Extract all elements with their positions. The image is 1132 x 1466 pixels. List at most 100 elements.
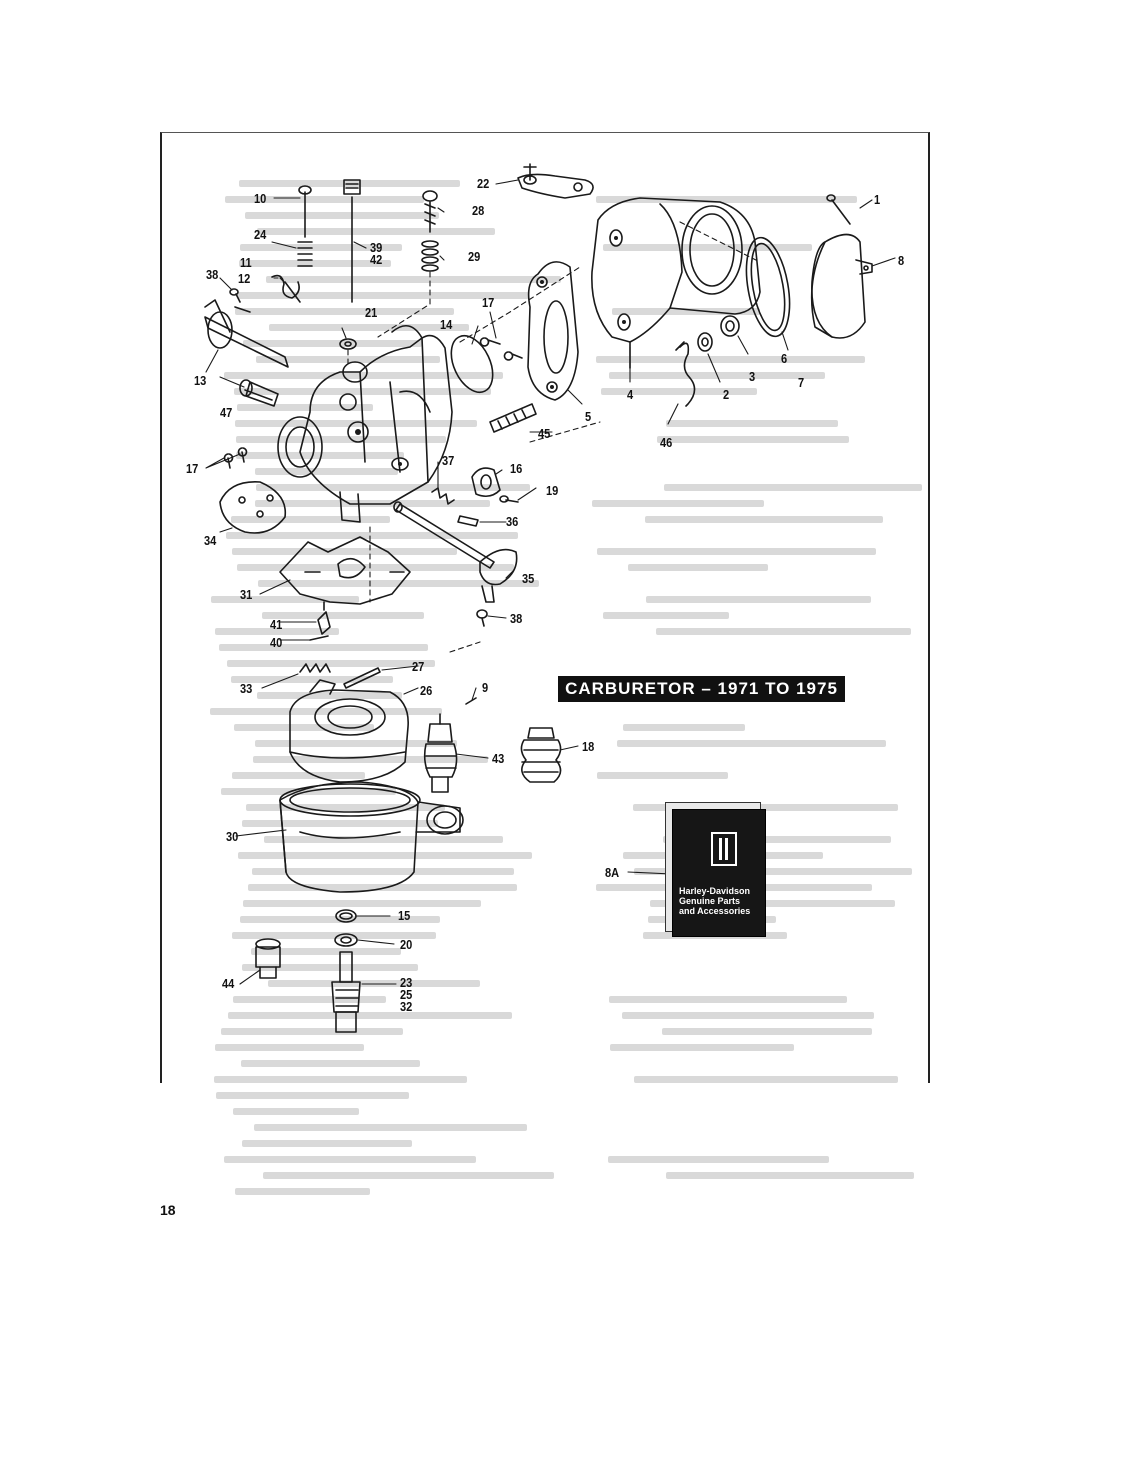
callout-7: 7 xyxy=(798,375,805,390)
show-through-line xyxy=(216,1092,410,1099)
part-7-clamp xyxy=(810,233,873,339)
callout-39-42: 39 42 xyxy=(370,240,383,267)
part-20-washer xyxy=(334,933,358,947)
callout-34: 34 xyxy=(204,533,217,548)
page-number: 18 xyxy=(160,1202,176,1218)
show-through-line xyxy=(253,1124,527,1131)
part-10-screw xyxy=(298,185,312,238)
show-through-line xyxy=(665,1172,915,1179)
part-6-seal-ring xyxy=(745,236,791,338)
callout-3: 3 xyxy=(749,369,756,384)
part-23-main-jet xyxy=(331,951,361,1033)
part-34-plate xyxy=(219,481,287,534)
callout-36: 36 xyxy=(506,514,519,529)
callout-31: 31 xyxy=(240,587,253,602)
callout-26: 26 xyxy=(420,683,433,698)
part-47-fitting xyxy=(239,379,279,407)
callout-38-upper: 38 xyxy=(206,267,219,282)
callout-18: 18 xyxy=(582,739,595,754)
part-21-washer xyxy=(339,338,357,350)
callout-27: 27 xyxy=(412,659,425,674)
part-1-screw xyxy=(826,194,851,225)
part-4-intake-manifold xyxy=(591,197,761,369)
callout-33: 33 xyxy=(240,681,253,696)
callout-1: 1 xyxy=(874,192,881,207)
callout-12: 12 xyxy=(238,271,251,286)
part-38-screw-upper xyxy=(229,288,241,303)
callout-40: 40 xyxy=(270,635,283,650)
callout-43: 43 xyxy=(492,751,505,766)
callout-6: 6 xyxy=(781,351,788,366)
part-19-screw xyxy=(499,495,519,503)
part-15-oring xyxy=(335,909,357,923)
part-17-screws-upper xyxy=(479,337,523,361)
diagram-title: CARBURETOR – 1971 TO 1975 xyxy=(558,676,845,702)
callout-16: 16 xyxy=(510,461,523,476)
callout-17-lower: 17 xyxy=(186,461,199,476)
assembly-guide-lines xyxy=(347,221,761,653)
hd-logo-icon xyxy=(711,832,737,866)
callout-8A: 8A xyxy=(605,865,620,880)
callout-29: 29 xyxy=(468,249,481,264)
part-22-bracket xyxy=(517,163,594,199)
callout-4: 4 xyxy=(627,387,634,402)
parts-book-illustration: Harley-Davidson Genuine Parts and Access… xyxy=(660,797,770,937)
diagram-frame xyxy=(160,132,930,1083)
part-38-screw-lower xyxy=(476,609,488,627)
callout-45: 45 xyxy=(538,426,551,441)
part-36-pin xyxy=(457,515,479,527)
book-line-3: and Accessories xyxy=(679,906,751,916)
callout-47: 47 xyxy=(220,405,233,420)
part-41-valve xyxy=(317,601,331,635)
part-2-washer xyxy=(697,332,713,352)
part-27-pin xyxy=(343,667,381,689)
callout-46: 46 xyxy=(660,435,673,450)
callout-44: 44 xyxy=(222,976,235,991)
callout-41: 41 xyxy=(270,617,283,632)
part-13-throttle-shaft xyxy=(204,299,289,368)
callout-13: 13 xyxy=(194,373,207,388)
part-26-float xyxy=(289,679,409,783)
callout-2: 2 xyxy=(723,387,730,402)
callout-20: 20 xyxy=(400,937,413,952)
part-40-clip xyxy=(309,635,329,641)
book-line-2: Genuine Parts xyxy=(679,896,741,906)
callout-30: 30 xyxy=(226,829,239,844)
callout-5: 5 xyxy=(585,409,592,424)
callout-21: 21 xyxy=(365,305,378,320)
part-31-gasket xyxy=(279,536,411,605)
part-45-stud xyxy=(489,403,537,433)
show-through-line xyxy=(233,1108,360,1115)
part-18-boot xyxy=(520,727,562,783)
shading-details xyxy=(355,236,626,466)
part-30-float-bowl xyxy=(279,781,464,893)
part-17-screws-lower xyxy=(223,447,248,469)
part-46-spring xyxy=(675,341,696,407)
carburetor-body xyxy=(277,325,453,523)
book-cover-text: Harley-Davidson Genuine Parts and Access… xyxy=(679,886,765,916)
part-14-cover xyxy=(450,334,494,394)
part-35-choke-shaft xyxy=(393,501,518,603)
book-line-1: Harley-Davidson xyxy=(679,886,751,896)
part-9-pin xyxy=(465,697,477,705)
callout-17-upper: 17 xyxy=(482,295,495,310)
callout-10: 10 xyxy=(254,191,267,206)
callout-15: 15 xyxy=(398,908,411,923)
book-cover: Harley-Davidson Genuine Parts and Access… xyxy=(672,809,766,937)
callout-8: 8 xyxy=(898,253,905,268)
part-3-nut xyxy=(720,315,740,337)
part-24-spring xyxy=(297,241,313,267)
show-through-line xyxy=(263,1172,554,1179)
callout-37: 37 xyxy=(442,453,455,468)
show-through-line xyxy=(242,1140,413,1147)
callout-23-25-32: 23 25 32 xyxy=(400,975,413,1014)
show-through-line xyxy=(608,1156,829,1163)
callout-22: 22 xyxy=(477,176,490,191)
part-28-screw xyxy=(422,190,438,233)
callout-9: 9 xyxy=(482,680,489,695)
show-through-line xyxy=(234,1188,371,1195)
part-33-spring xyxy=(299,663,331,673)
exploded-parts-diagram xyxy=(204,163,896,1033)
part-29-spring xyxy=(421,240,439,272)
